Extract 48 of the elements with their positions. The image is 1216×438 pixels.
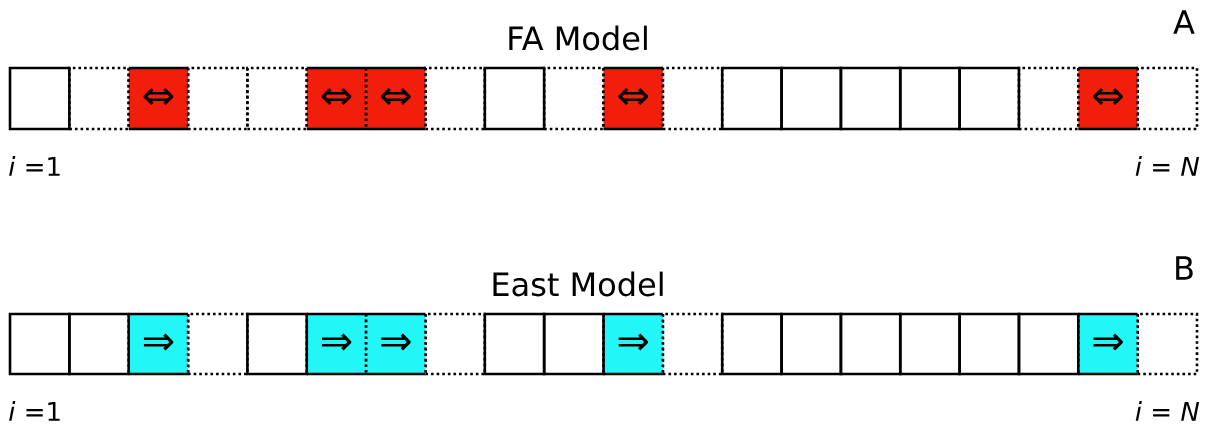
lattice-cell	[1136, 66, 1199, 131]
lattice-cell	[780, 66, 843, 131]
index-label: i =1	[9, 401, 60, 421]
lattice-cell	[186, 312, 249, 376]
shaded-cell: ⇒	[602, 312, 665, 376]
lattice-cell	[661, 312, 724, 376]
lattice-cell	[958, 312, 1021, 376]
lattice-cell	[8, 66, 71, 131]
lattice-cell	[424, 66, 487, 131]
lattice-cell	[186, 66, 249, 131]
lattice-cell	[483, 66, 546, 131]
model-title: FA Model	[509, 25, 647, 51]
index-label: i = N	[1135, 401, 1200, 421]
shaded-cell: ⇒	[305, 312, 368, 376]
lattice-cell	[542, 312, 605, 376]
lattice-cell	[1017, 66, 1080, 131]
lattice-cell	[898, 66, 961, 131]
shaded-cell: ⇔	[364, 66, 427, 131]
lattice-cell	[68, 312, 130, 376]
shaded-cell: ⇔	[1077, 66, 1139, 131]
lattice-cell	[1017, 312, 1080, 376]
model-title: East Model	[493, 271, 663, 297]
index-label: i =1	[9, 156, 60, 176]
lattice-cell	[542, 66, 605, 131]
shaded-cell: ⇔	[127, 66, 190, 131]
shaded-cell: ⇔	[305, 66, 368, 131]
lattice-cell	[839, 66, 902, 131]
lattice-cell	[720, 312, 783, 376]
panel-letter: B	[1176, 256, 1193, 280]
lattice-cell	[839, 312, 902, 376]
index-label: i = N	[1135, 156, 1200, 176]
lattice-cell	[1136, 312, 1199, 376]
lattice-cell	[780, 312, 843, 376]
lattice-cell	[8, 312, 71, 376]
lattice-cell	[246, 312, 309, 376]
lattice-cell	[246, 66, 309, 131]
shaded-cell: ⇒	[364, 312, 427, 376]
shaded-cell: ⇔	[602, 66, 665, 131]
panel-letter: A	[1173, 10, 1195, 34]
lattice-cell	[483, 312, 546, 376]
shaded-cell: ⇒	[1077, 312, 1139, 376]
lattice-cell	[68, 66, 130, 131]
lattice-cell	[898, 312, 961, 376]
shaded-cell: ⇒	[127, 312, 190, 376]
lattice-cell	[661, 66, 724, 131]
lattice-cell	[958, 66, 1021, 131]
lattice-cell	[424, 312, 487, 376]
lattice-cell	[720, 66, 783, 131]
